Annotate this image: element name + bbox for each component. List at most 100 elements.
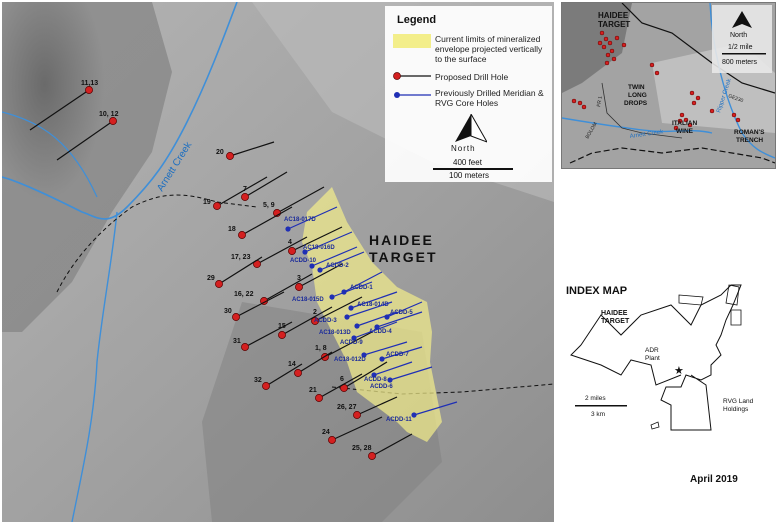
drill-trace: [314, 296, 363, 322]
proposed-symbol-icon: [393, 72, 431, 80]
core-marker: [351, 335, 357, 341]
index-target-line1: HAIDEE: [601, 310, 628, 317]
core-trace: [304, 231, 353, 253]
drill-trace: [291, 226, 343, 252]
inset-creek-1: [562, 117, 713, 134]
proposed-marker: [311, 317, 319, 325]
creek-tributary: [71, 211, 118, 522]
proposed-drill-hole: 26, 27: [337, 396, 398, 419]
drill-trace: [265, 363, 303, 387]
proposed-hole-label: 5, 9: [263, 202, 275, 209]
proposed-drill-hole: 21: [309, 373, 363, 402]
core-hole: ACDD-3: [314, 301, 393, 324]
inset-drill-dot: [603, 36, 609, 42]
land-holdings-outline: [570, 284, 742, 431]
target-label-line1: HAIDEE: [369, 232, 434, 248]
proposed-hole-label: 18: [228, 226, 236, 233]
core-hole-label: AC18-012D: [334, 357, 366, 363]
inset-drill-dot: [601, 44, 607, 50]
proposed-drill-hole: 31: [233, 321, 293, 351]
proposed-drill-hole: 15: [278, 306, 333, 339]
core-marker: [302, 249, 308, 255]
proposed-drill-hole: 10, 12: [56, 111, 119, 161]
core-trace: [363, 341, 408, 356]
proposed-hole-label: 32: [254, 377, 262, 384]
core-marker: [354, 323, 360, 329]
legend-title: Legend: [397, 14, 437, 26]
core-hole: AC18-016D: [302, 231, 353, 255]
core-hole: ACDD-2: [317, 251, 365, 273]
drill-trace: [256, 236, 308, 265]
core-hole-label: ACDD-2: [326, 263, 349, 269]
property-block-4: [650, 421, 660, 430]
proposed-drill-hole: 18: [228, 206, 293, 239]
core-hole: ACDD-4: [369, 311, 423, 335]
proposed-marker: [294, 369, 302, 377]
drill-trace: [371, 433, 413, 457]
drill-trace: [229, 141, 275, 157]
inset-north-label: North: [730, 32, 747, 39]
proposed-hole-label: 24: [322, 429, 330, 436]
core-hole: ACDD-11: [386, 401, 458, 423]
envelope-swatch-icon: [393, 34, 431, 48]
proposed-hole-label: 19: [203, 199, 211, 206]
core-marker: [285, 226, 291, 232]
inset-drill-dot: [709, 108, 715, 114]
core-trace: [350, 291, 398, 309]
core-hole: AC18-012D: [334, 341, 408, 363]
drill-trace: [244, 171, 288, 198]
drill-trace: [241, 206, 293, 236]
core-trace: [376, 311, 423, 328]
proposed-marker: [213, 202, 221, 210]
inset-drill-dot: [604, 60, 610, 66]
mineralized-envelope: [302, 187, 442, 442]
drill-trace: [218, 256, 263, 285]
inset-target-line2: TARGET: [598, 20, 630, 29]
adr-line1: ADR: [645, 347, 659, 354]
proposed-drill-hole: 4: [288, 226, 343, 255]
proposed-drill-hole: 3: [295, 263, 343, 291]
inset-drill-dot: [679, 112, 685, 118]
inset-drill-dot: [581, 104, 587, 110]
core-marker: [317, 267, 323, 273]
proposed-drill-hole: 25, 28: [352, 433, 413, 460]
proposed-marker: [368, 452, 376, 460]
core-hole: AC18-017D: [284, 206, 338, 232]
core-hole-label: ACDD-3: [314, 318, 337, 324]
inset-drill-dot: [673, 125, 679, 131]
creek-tributary-2: [2, 111, 98, 198]
drill-trace: [318, 373, 363, 399]
legend-proposed-label: Proposed Drill Hole: [435, 72, 509, 82]
inset-italian-line2: WINE: [676, 128, 694, 135]
scale-feet: 400 feet: [453, 158, 482, 167]
inset-map: HAIDEE TARGET TWIN LONG DROPS ITALIAN WI…: [561, 2, 776, 169]
drill-trace: [297, 351, 333, 374]
valley-shading: [2, 2, 172, 332]
proposed-hole-label: 11,13: [81, 80, 98, 87]
north-arrow-icon: [455, 114, 487, 143]
inset-twin-line3: DROPS: [624, 100, 648, 107]
proposed-drill-hole: 30: [224, 291, 285, 321]
proposed-drill-hole: 17, 23: [231, 236, 308, 268]
proposed-marker: [288, 247, 296, 255]
proposed-marker: [241, 343, 249, 351]
inset-boundary-2: [621, 3, 775, 94]
core-hole-label: AC18-013D: [319, 330, 351, 336]
proposed-drill-hole: 32: [254, 363, 303, 390]
core-hole: AC18-014D: [348, 291, 398, 311]
core-trace: [413, 401, 458, 416]
core-hole: ACDD-9: [340, 321, 398, 346]
property-boundary: [56, 194, 258, 293]
core-marker: [344, 314, 350, 320]
core-hole-label: AC18-016D: [303, 245, 335, 251]
rvg-line1: RVG Land: [723, 398, 754, 405]
core-hole-label: AC18-014D: [357, 302, 389, 308]
proposed-hole-label: 21: [309, 387, 317, 394]
proposed-marker: [315, 394, 323, 402]
proposed-marker: [262, 382, 270, 390]
proposed-hole-label: 17, 23: [231, 254, 251, 261]
core-hole-label: ACDD-4: [369, 329, 392, 335]
drill-trace: [298, 263, 343, 288]
core-hole-label: ACDD-8: [364, 377, 387, 383]
core-marker: [374, 324, 380, 330]
